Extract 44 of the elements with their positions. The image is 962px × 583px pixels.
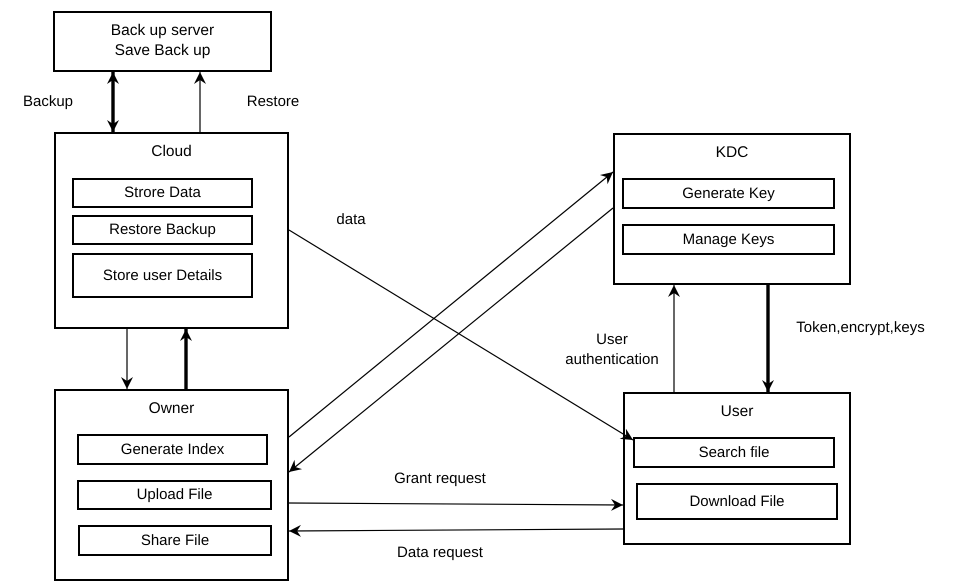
function-label: Generate Key xyxy=(682,184,775,204)
function-box xyxy=(622,178,835,209)
function-label: Restore Backup xyxy=(109,220,216,240)
function-label: Search file xyxy=(698,442,770,462)
function-box xyxy=(72,215,253,245)
component-title: Save Back up xyxy=(114,41,210,61)
function-box xyxy=(77,480,272,510)
function-label: Store user Details xyxy=(102,266,222,286)
arrow xyxy=(288,229,634,441)
arrow xyxy=(289,498,623,511)
component-title: Cloud xyxy=(151,142,192,162)
function-label: Share File xyxy=(140,530,210,550)
component-box xyxy=(54,132,289,329)
function-box xyxy=(77,434,268,465)
arrow xyxy=(194,72,206,132)
component-title: KDC xyxy=(716,143,748,163)
arrow xyxy=(288,172,614,438)
function-box xyxy=(622,224,835,255)
function-box xyxy=(72,253,253,298)
component-title: User xyxy=(720,402,754,422)
function-label: Generate Index xyxy=(120,440,224,460)
arrow xyxy=(668,285,680,392)
function-box xyxy=(72,178,253,208)
edge-label: Backup xyxy=(22,92,74,112)
arrow xyxy=(121,329,133,389)
component-box xyxy=(623,392,851,545)
component-box xyxy=(613,133,851,285)
component-title: Back up server xyxy=(110,21,214,41)
component-box xyxy=(53,11,272,72)
arrow xyxy=(762,285,774,392)
component-title: Owner xyxy=(148,399,194,419)
function-label: Download File xyxy=(689,492,785,512)
function-box xyxy=(636,483,838,520)
edge-label: Token,encrypt,keys xyxy=(796,318,925,338)
function-box xyxy=(633,437,835,468)
function-label: Strore Data xyxy=(124,183,201,203)
arrow xyxy=(107,72,119,132)
component-box xyxy=(54,389,289,581)
function-label: Manage Keys xyxy=(682,230,774,250)
arrow xyxy=(288,208,614,472)
arrow xyxy=(289,524,623,537)
function-box xyxy=(78,525,272,556)
function-label: Upload File xyxy=(136,485,212,505)
arrow xyxy=(180,329,192,389)
